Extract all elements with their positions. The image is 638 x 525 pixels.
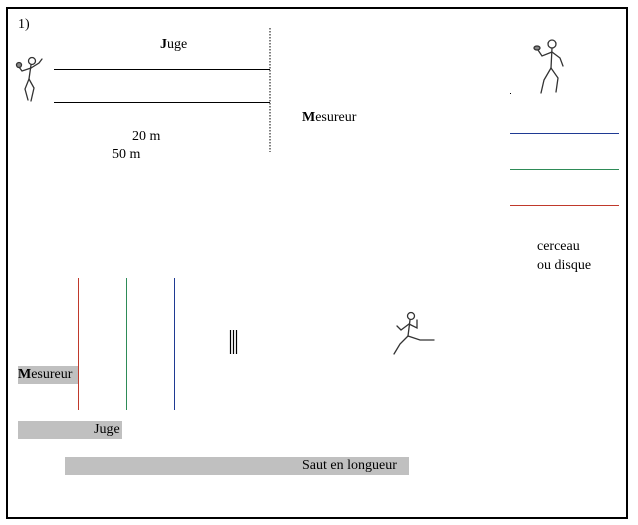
vertical-line-green bbox=[126, 278, 127, 410]
measurer-label-top: Mesureur bbox=[302, 110, 357, 125]
dotted-boundary-line bbox=[269, 28, 271, 152]
runner-icon bbox=[393, 311, 435, 355]
figure-frame bbox=[6, 7, 628, 519]
long-jump-label: Saut en longueur bbox=[302, 458, 397, 473]
legend-caption-line1: cerceau bbox=[537, 239, 580, 254]
distance-20m-label: 20 m bbox=[132, 129, 161, 144]
judge-label-bar bbox=[18, 421, 122, 439]
judge-label-top: Juge bbox=[160, 37, 188, 52]
thrower-icon bbox=[15, 56, 43, 102]
figure-number: 1) bbox=[18, 17, 30, 32]
legend-line-green bbox=[510, 169, 619, 170]
measurer-label-bottom: Mesureur bbox=[18, 367, 73, 382]
field-line-upper bbox=[54, 69, 270, 70]
dot-marker bbox=[510, 93, 511, 94]
field-line-lower bbox=[54, 102, 270, 103]
vertical-line-red bbox=[78, 278, 79, 410]
legend-line-blue bbox=[510, 133, 619, 134]
distance-50m-label: 50 m bbox=[112, 147, 141, 162]
judge-label-bottom: Juge bbox=[94, 422, 120, 437]
legend-caption-line2: ou disque bbox=[537, 258, 592, 273]
measurer-label-bar bbox=[18, 366, 78, 384]
legend-line-red bbox=[510, 205, 619, 206]
long-jump-label-bar bbox=[65, 457, 409, 475]
vertical-line-blue bbox=[174, 278, 175, 410]
discus-thrower-icon bbox=[533, 39, 564, 94]
takeoff-marker-icon bbox=[229, 330, 238, 354]
